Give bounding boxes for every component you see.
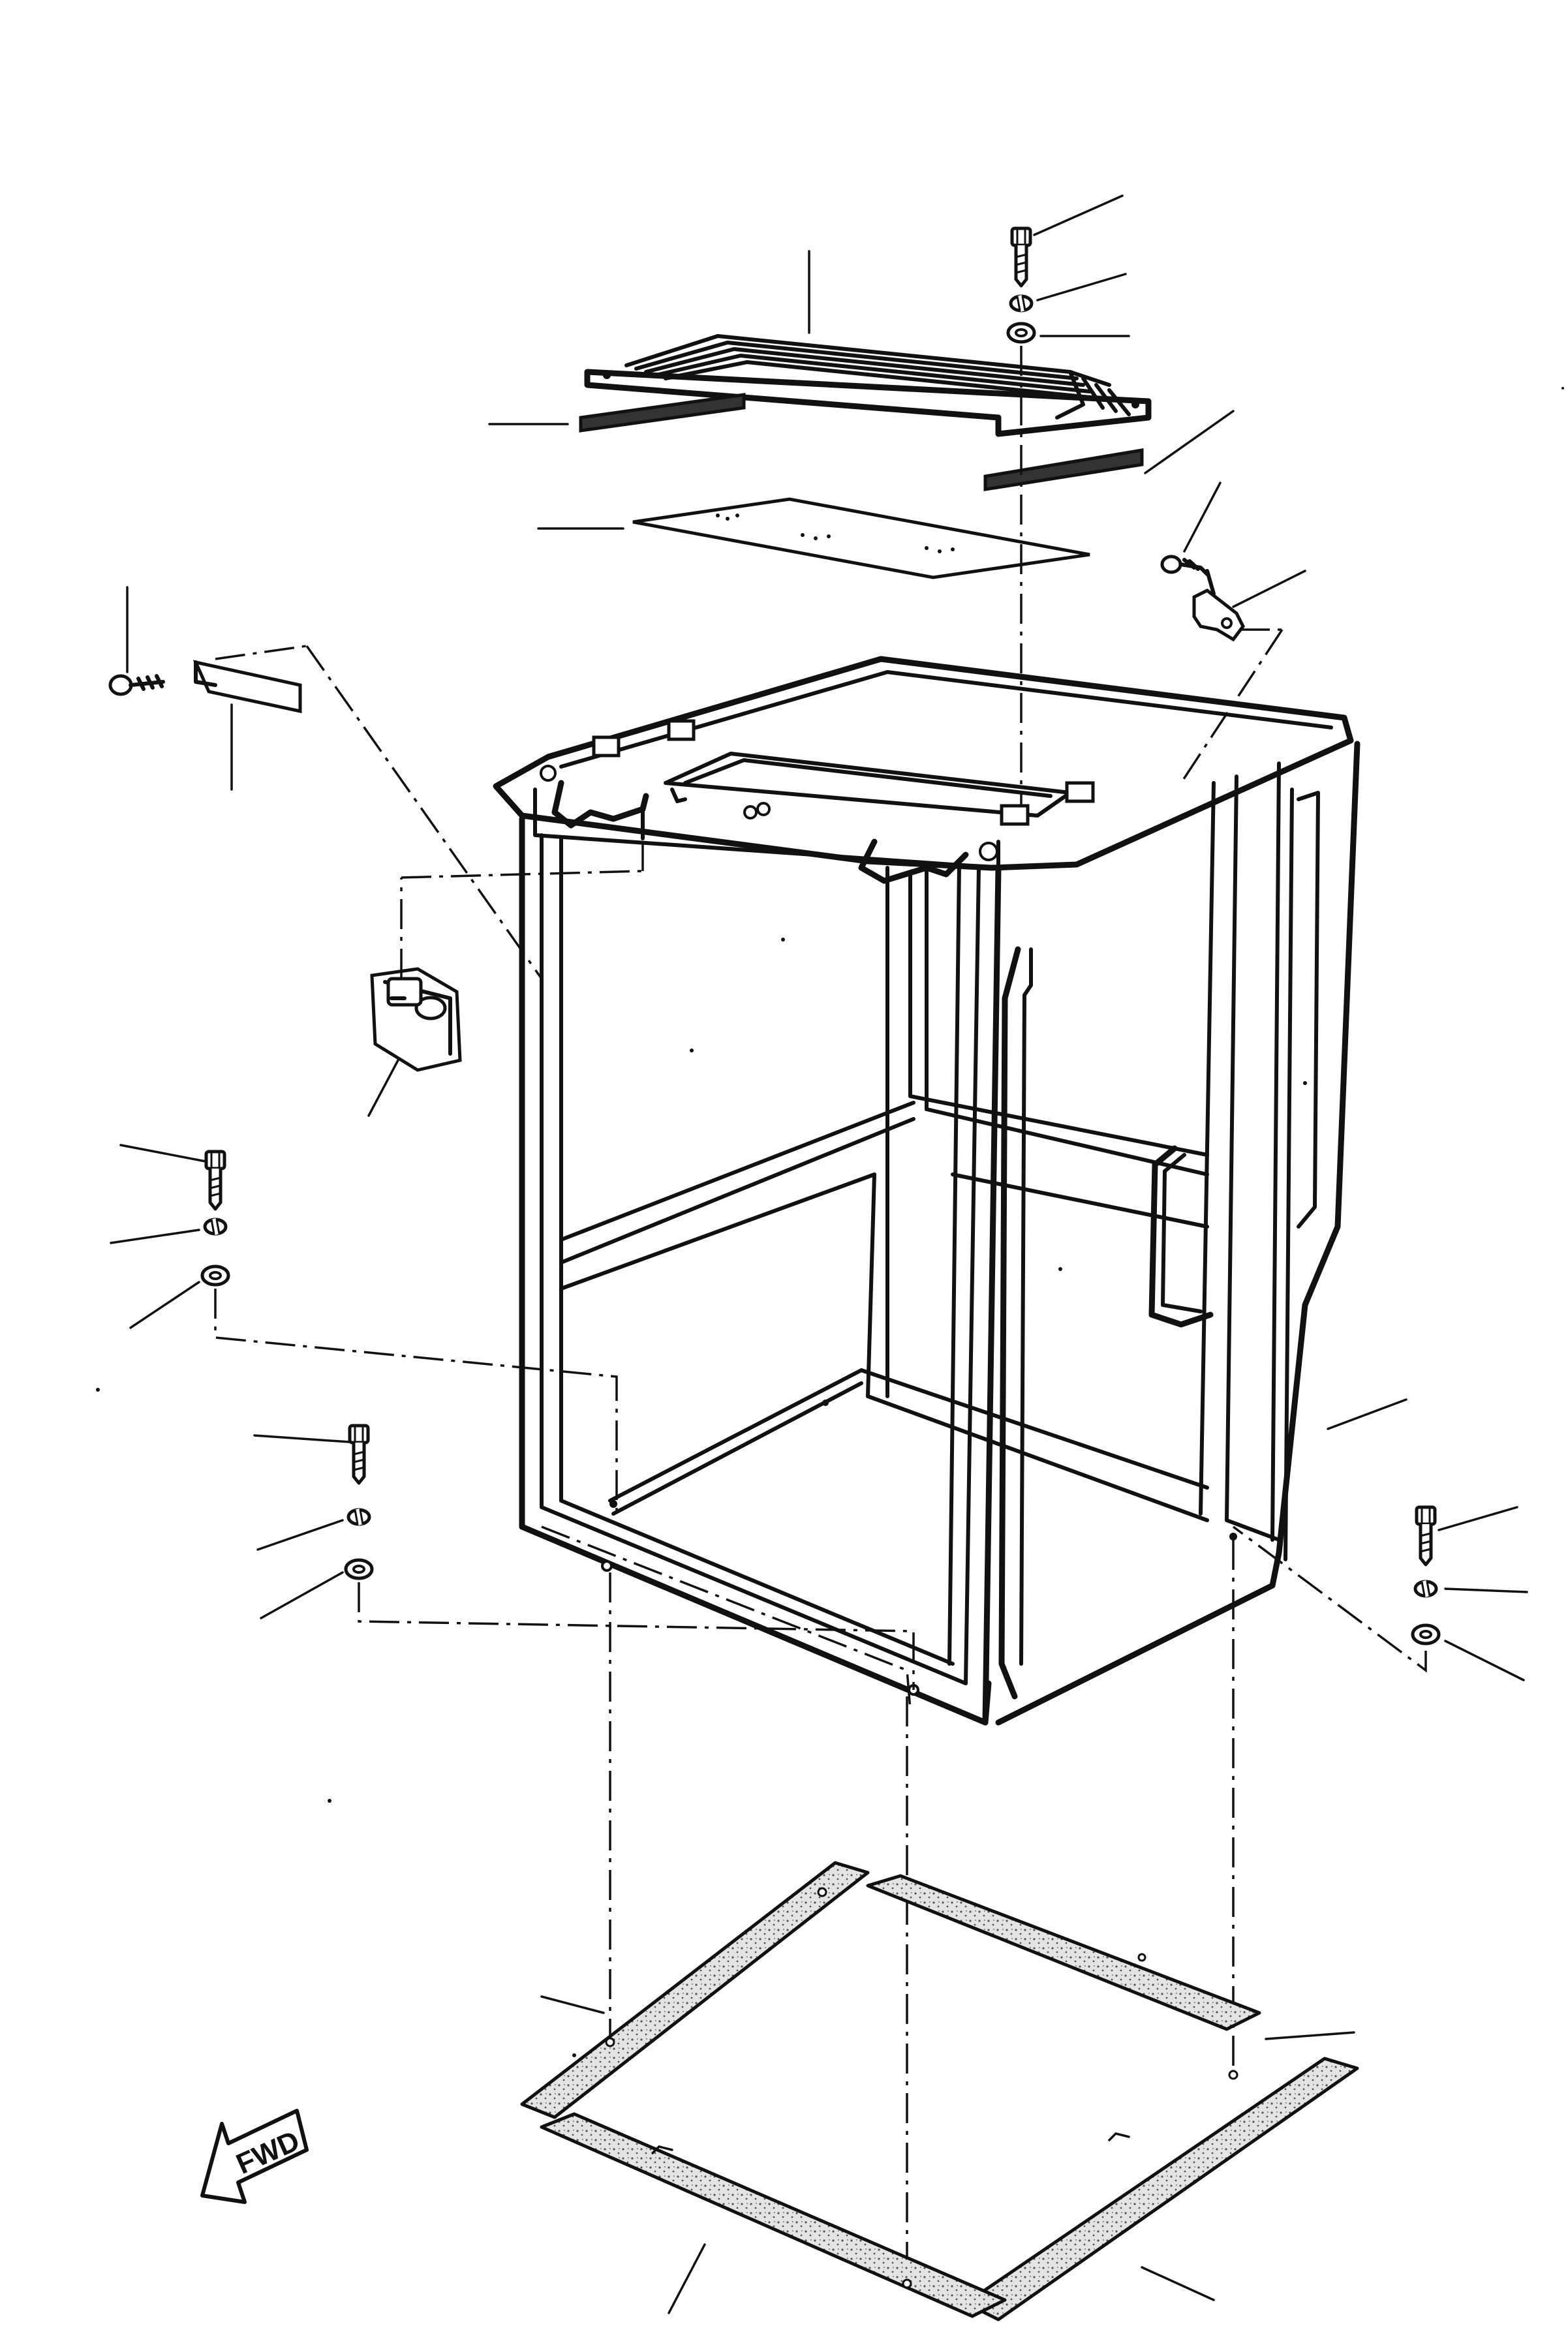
flat-washer-top [1008, 324, 1034, 342]
leader-line [1183, 482, 1222, 553]
lock-washer-left-upper [205, 1219, 226, 1234]
leader-line [1444, 1587, 1528, 1593]
center-line [305, 645, 543, 980]
roof-panel-perforations [716, 513, 955, 553]
center-line [358, 1582, 915, 1690]
gasket-holes [605, 1887, 1238, 2289]
floor-gasket-rear [866, 1874, 1261, 2031]
cab-frame [493, 656, 1360, 1726]
leader-line [1033, 194, 1124, 236]
fwd-label: FWD [232, 2124, 304, 2181]
leader-line [1444, 1640, 1525, 1681]
leader-line [540, 1995, 605, 2014]
leader-line [253, 1434, 350, 1443]
roof-rails-assembly [584, 334, 1152, 437]
lock-washer-right [1415, 1581, 1436, 1597]
lock-washer-top [1011, 296, 1032, 311]
fwd-arrow-icon [200, 2109, 309, 2204]
leader-line [1437, 1506, 1518, 1531]
stray-marks [96, 387, 1564, 2057]
leader-line [1141, 2266, 1215, 2301]
floor-gasket-front [540, 2112, 1007, 2318]
center-line [214, 1289, 618, 1514]
flat-washer-left-upper [202, 1266, 228, 1285]
roof-pad-left [579, 393, 746, 433]
floor-gasket-left [520, 1861, 870, 2119]
leader-line [1265, 2031, 1355, 2040]
bolt-right [1417, 1507, 1435, 1565]
bolt-left-upper [206, 1152, 224, 1209]
center-line [1232, 1525, 1427, 1673]
leader-line [1232, 570, 1306, 608]
leader-line [1327, 1398, 1407, 1430]
hinge-bracket [1160, 555, 1245, 642]
leader-line [110, 1229, 200, 1244]
flat-washer-left-lower [346, 1560, 372, 1578]
leader-line [260, 1571, 344, 1619]
leader-line [1144, 410, 1235, 474]
center-line [401, 870, 643, 879]
center-line [1180, 629, 1284, 784]
roof-panel [632, 497, 1090, 579]
left-screw-strip [108, 660, 302, 714]
leader-line [119, 1144, 207, 1163]
roof-pad-right [983, 448, 1144, 491]
bolt-left-lower [350, 1426, 368, 1483]
floor-gasket-right [964, 2057, 1359, 2321]
gasket-notch [651, 2132, 1130, 2154]
leader-line [129, 1281, 200, 1329]
lock-washer-left-lower [348, 1509, 369, 1525]
door-latch [370, 967, 462, 1072]
leader-line [256, 1519, 344, 1551]
leader-line [1036, 273, 1127, 301]
flat-washer-right [1413, 1625, 1439, 1644]
leader-line [367, 1059, 399, 1117]
leader-line [668, 2243, 706, 2314]
center-line [215, 645, 307, 660]
bolt-top [1012, 228, 1030, 286]
